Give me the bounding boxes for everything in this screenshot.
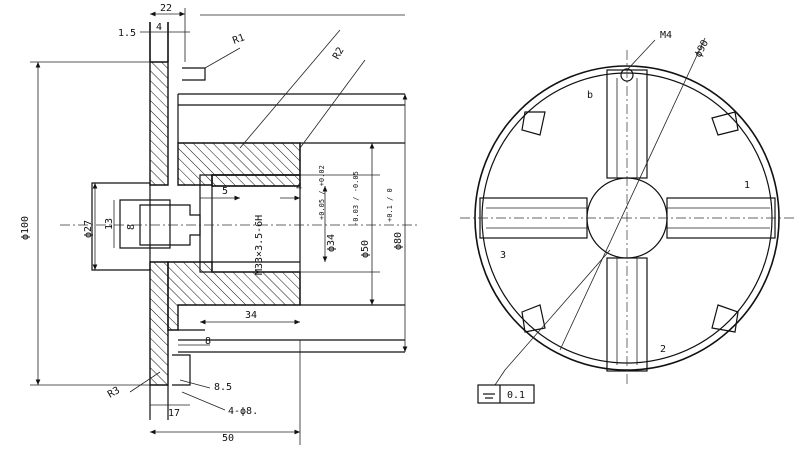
dim-phi34-tol: +0.05 / +0.02 — [318, 165, 326, 220]
bottom-hole — [172, 354, 191, 386]
dim-r3: R3 — [106, 385, 122, 401]
dim-r2: R2 — [331, 46, 347, 62]
label-1: 1 — [744, 180, 750, 191]
dim-8-bottom: 8 — [205, 336, 211, 347]
dim-13: 13 — [104, 218, 115, 230]
dim-22: 22 — [160, 3, 172, 14]
dim-phi80-tol: +0.1 / 0 — [386, 188, 394, 222]
dim-phi34: ϕ34 — [326, 234, 337, 252]
dim-34: 34 — [245, 310, 257, 321]
label-3: 3 — [500, 250, 506, 261]
thread-upper-section — [211, 174, 301, 187]
flatness-frame — [477, 384, 535, 404]
hub-lower-section — [167, 261, 301, 331]
dim-phi50: ϕ50 — [360, 240, 371, 258]
label-phi90: ϕ90 — [693, 38, 711, 59]
lug-top-right — [711, 111, 739, 136]
dim-5: 5 — [222, 186, 228, 197]
dim-50: 50 — [222, 433, 234, 444]
dim-phi50-tol: -0.03 / -0.05 — [352, 171, 360, 226]
dim-8-inner: 8 — [126, 224, 137, 230]
dim-17: 17 — [168, 408, 180, 419]
dim-4-right: 4 — [296, 182, 302, 193]
dim-phi27: ϕ27 — [83, 220, 94, 238]
label-2: 2 — [660, 344, 666, 355]
dim-thread: M33×3.5-6H — [254, 215, 265, 275]
lug-top-left — [521, 111, 546, 136]
dim-phi100: ϕ100 — [20, 216, 31, 240]
dim-4-top: 4 — [156, 22, 162, 33]
lug-bottom-right — [711, 304, 739, 333]
front-section-view: 22 1.5 4 R1 R2 ϕ100 ϕ27 13 8 5 4 M33 — [20, 3, 420, 445]
flange-section — [149, 61, 169, 186]
dim-4-holes: 4-ϕ8. — [228, 406, 258, 417]
dim-1-5: 1.5 — [118, 28, 136, 39]
top-hole — [182, 67, 206, 81]
dim-8-5: 8.5 — [214, 382, 232, 393]
flatness-value: 0.1 — [507, 390, 525, 401]
label-m4: M4 — [660, 30, 672, 41]
lug-bottom-left — [521, 304, 546, 333]
dim-phi80: ϕ80 — [393, 232, 404, 250]
spigot-outline — [91, 182, 151, 271]
flange-lower-section — [149, 261, 169, 386]
side-end-view: M4 ϕ90 b 1 2 3 0.1 — [460, 30, 795, 404]
label-b: b — [587, 90, 593, 101]
dim-r1: R1 — [231, 32, 246, 46]
